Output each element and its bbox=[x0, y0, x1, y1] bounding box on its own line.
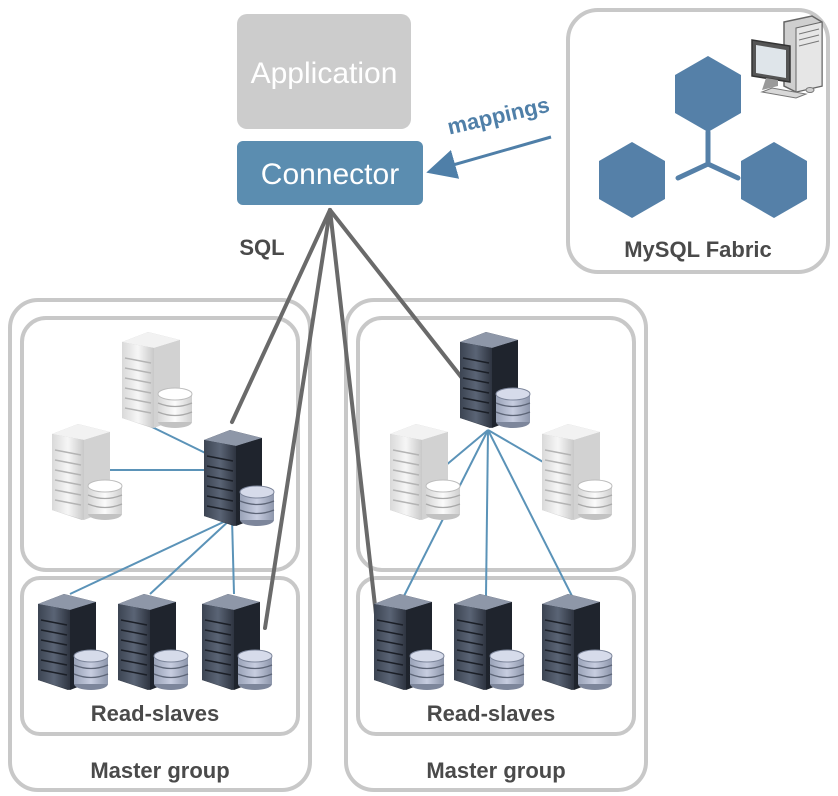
master-group-label: Master group bbox=[90, 758, 229, 783]
read-slave-server-icon bbox=[117, 593, 189, 691]
mappings-arrow bbox=[426, 135, 552, 179]
connector-box: Connector bbox=[237, 141, 423, 205]
read-slaves-label: Read-slaves bbox=[427, 701, 555, 726]
read-slave-server-icon bbox=[541, 593, 613, 691]
read-slave-server-icon bbox=[201, 593, 273, 691]
hexagon-node-icon bbox=[675, 56, 741, 132]
mappings-label: mappings bbox=[445, 92, 552, 140]
slave-server-icon bbox=[389, 423, 461, 521]
read-slave-server-icon bbox=[373, 593, 445, 691]
fabric-nodes bbox=[599, 56, 807, 218]
slave-server-icon bbox=[51, 423, 123, 521]
read-slave-server-icon bbox=[453, 593, 525, 691]
slave-server-icon bbox=[541, 423, 613, 521]
connector-label: Connector bbox=[261, 158, 399, 191]
application-label: Application bbox=[251, 57, 398, 90]
hexagon-node-icon bbox=[599, 142, 665, 218]
replication-lines bbox=[69, 425, 573, 597]
sql-lines bbox=[230, 208, 464, 634]
read-slaves-label: Read-slaves bbox=[91, 701, 219, 726]
application-box: Application bbox=[237, 14, 411, 129]
read-slave-server-icon bbox=[37, 593, 109, 691]
fabric-label: MySQL Fabric bbox=[624, 237, 772, 262]
master-group-label: Master group bbox=[426, 758, 565, 783]
master-server-icon bbox=[203, 429, 275, 527]
slave-server-icon bbox=[121, 331, 193, 429]
master-group-left bbox=[8, 298, 312, 792]
sql-label: SQL bbox=[239, 235, 284, 260]
master-server-icon bbox=[459, 331, 531, 429]
computer-icon bbox=[751, 15, 823, 99]
hexagon-node-icon bbox=[741, 142, 807, 218]
